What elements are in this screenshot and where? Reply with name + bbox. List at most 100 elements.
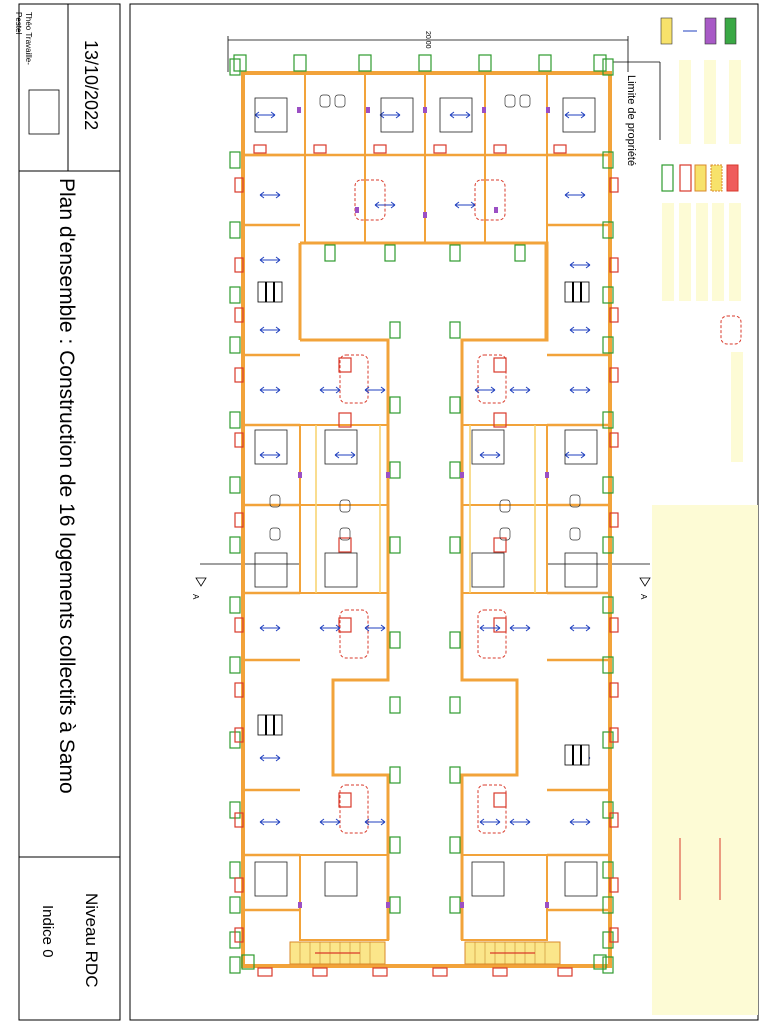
kitchen-zone (474, 179, 506, 221)
window (358, 54, 372, 72)
window (538, 54, 552, 72)
door (492, 967, 508, 977)
window (229, 861, 241, 879)
window (389, 321, 401, 339)
door (432, 967, 448, 977)
door (234, 877, 244, 893)
door (234, 812, 244, 828)
sanitary-fixture (499, 499, 511, 513)
window (602, 656, 614, 674)
door-swing-arrowhead (254, 111, 276, 119)
door (338, 357, 352, 373)
door-swing-arrowhead (364, 386, 386, 394)
door-swing-arrowhead (479, 818, 501, 826)
window (602, 801, 614, 819)
column-marker (460, 902, 464, 908)
drawing-title: Plan d'ensemble : Construction de 16 log… (55, 178, 78, 794)
window (602, 956, 614, 974)
kitchen-zone (477, 784, 507, 834)
room-block (461, 854, 548, 941)
window (449, 461, 461, 479)
door-swing-arrowhead (564, 451, 586, 459)
bed (324, 429, 358, 465)
window (418, 54, 432, 72)
window (229, 336, 241, 354)
stairs (289, 941, 561, 965)
door-swing-arrowhead (364, 818, 386, 826)
sanitary-fixture (569, 494, 581, 508)
service-block (564, 744, 590, 766)
sanitary-fixture (519, 94, 531, 108)
door-swing-arrowhead (319, 386, 341, 394)
room-block (461, 504, 548, 594)
window (478, 54, 492, 72)
window (449, 321, 461, 339)
overall-dimension: 20.00 (424, 31, 431, 49)
door-swing-arrowhead (454, 201, 476, 209)
door-swing-arrowhead (509, 818, 531, 826)
window (229, 221, 241, 239)
window (233, 54, 247, 72)
section-marker-right: A (639, 594, 648, 600)
kitchen-zone (477, 609, 507, 659)
bed (324, 861, 358, 897)
column-marker (297, 107, 301, 113)
door (338, 537, 352, 553)
column-marker (423, 212, 427, 218)
door-swing-arrowhead (569, 261, 591, 269)
door-swing-arrowhead (259, 256, 281, 264)
door (493, 144, 507, 154)
door (234, 307, 244, 323)
bed (324, 552, 358, 588)
door (234, 512, 244, 528)
service-block (257, 281, 283, 303)
door-swing-arrowhead (374, 201, 396, 209)
window (602, 336, 614, 354)
property-limit-label: Limite de propriété (625, 75, 637, 167)
window (229, 411, 241, 429)
door (609, 512, 619, 528)
bed (471, 552, 505, 588)
window (229, 151, 241, 169)
door-swing-arrowhead (319, 818, 341, 826)
bed (254, 861, 288, 897)
door (234, 367, 244, 383)
door-swing-arrowhead (259, 818, 281, 826)
bed (564, 429, 598, 465)
legend (652, 17, 758, 1015)
door-swing-arrowhead (479, 624, 501, 632)
window (602, 221, 614, 239)
door (313, 144, 327, 154)
sanitary-fixture (504, 94, 516, 108)
window (449, 766, 461, 784)
bed (471, 861, 505, 897)
window (229, 956, 241, 974)
column-marker (545, 902, 549, 908)
window (229, 896, 241, 914)
window (229, 596, 241, 614)
door-swing-arrowhead (379, 111, 401, 119)
window (449, 836, 461, 854)
door-swing-arrowhead (319, 624, 341, 632)
door (257, 967, 273, 977)
bed (564, 861, 598, 897)
section-marker-left: A (191, 594, 200, 600)
drawing-index: Indice 0 (39, 905, 56, 958)
bed (254, 97, 288, 133)
door-swing-arrowhead (259, 386, 281, 394)
door-swing-arrowhead (259, 754, 281, 762)
door (557, 967, 573, 977)
window (602, 58, 614, 76)
window (293, 54, 307, 72)
door-swing-arrowhead (364, 624, 386, 632)
door (609, 257, 619, 273)
window (593, 54, 607, 72)
drawing-level: Niveau RDC (82, 893, 101, 988)
door (609, 812, 619, 828)
bed (471, 429, 505, 465)
door-swing-arrowhead (569, 818, 591, 826)
door (609, 877, 619, 893)
door-swing-arrowhead (569, 624, 591, 632)
window (229, 286, 241, 304)
